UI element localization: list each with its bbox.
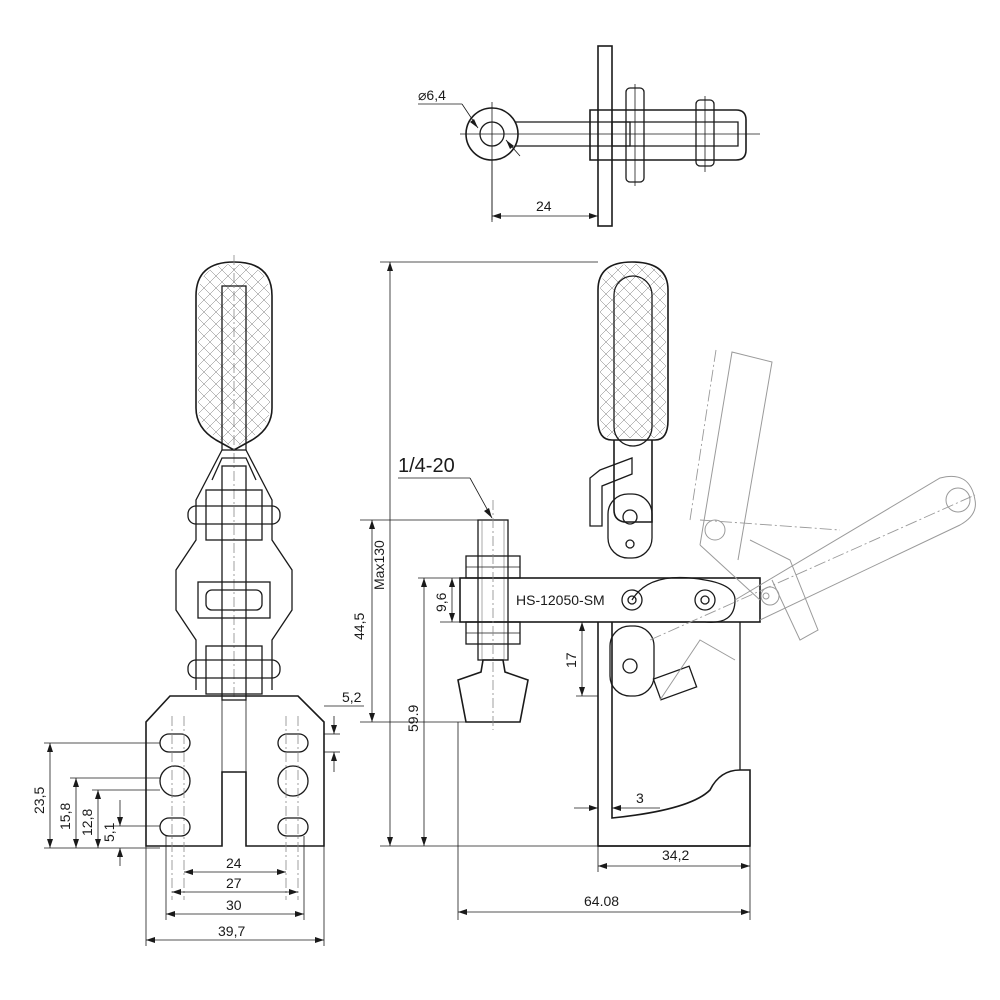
dim-15-8: 15,8 <box>57 803 73 830</box>
dim-base-24: 24 <box>226 855 242 871</box>
model-label: HS-12050-SM <box>516 592 605 608</box>
front-view: 5,2 23,5 15,8 12,8 5,1 24 27 <box>31 255 364 946</box>
front-view-slot <box>159 817 191 837</box>
dim-64-08: 64.08 <box>584 893 619 909</box>
dim-59-9: 59.9 <box>405 705 421 732</box>
dim-34-2: 34,2 <box>662 847 689 863</box>
dim-base-39-7: 39,7 <box>218 923 245 939</box>
front-view-handle-grip <box>195 261 273 451</box>
front-view-slot <box>277 817 309 837</box>
front-view-slot <box>159 765 191 797</box>
dim-17: 17 <box>563 652 579 668</box>
dim-base-30: 30 <box>226 897 242 913</box>
front-view-lower-pin <box>187 659 281 679</box>
side-view-open-position-ghost <box>649 349 976 701</box>
dim-9-6: 9,6 <box>433 592 449 612</box>
side-view-handle-grip <box>597 261 669 441</box>
dim-base-27: 27 <box>226 875 242 891</box>
front-view-middle-pin <box>205 589 263 611</box>
side-view-rubber-tip <box>457 659 529 723</box>
front-view-base-plate <box>145 695 325 847</box>
dim-5-1: 5,1 <box>101 822 117 842</box>
thread-label: 1/4-20 <box>398 455 455 477</box>
dim-44-5: 44,5 <box>351 613 367 640</box>
top-view-mounting-plate <box>597 45 613 227</box>
top-view: ⌀6,4 24 <box>418 45 760 227</box>
dim-12-8: 12,8 <box>79 809 95 836</box>
dim-hole-diameter: ⌀6,4 <box>418 87 446 103</box>
front-view-upper-pin <box>187 505 281 525</box>
dim-3: 3 <box>636 790 644 806</box>
side-view-lock-hook <box>589 457 633 527</box>
front-view-slot <box>159 733 191 753</box>
dim-max130: Max130 <box>371 540 387 590</box>
front-view-slot <box>277 733 309 753</box>
side-view: Max130 44,5 59.9 9,6 17 1/4-20 HS-1 <box>351 261 976 920</box>
top-view-handle-loop <box>589 109 747 161</box>
dim-5-2: 5,2 <box>342 689 362 705</box>
dim-23-5: 23,5 <box>31 787 47 814</box>
front-view-slot <box>277 765 309 797</box>
dim-top-24: 24 <box>536 198 552 214</box>
